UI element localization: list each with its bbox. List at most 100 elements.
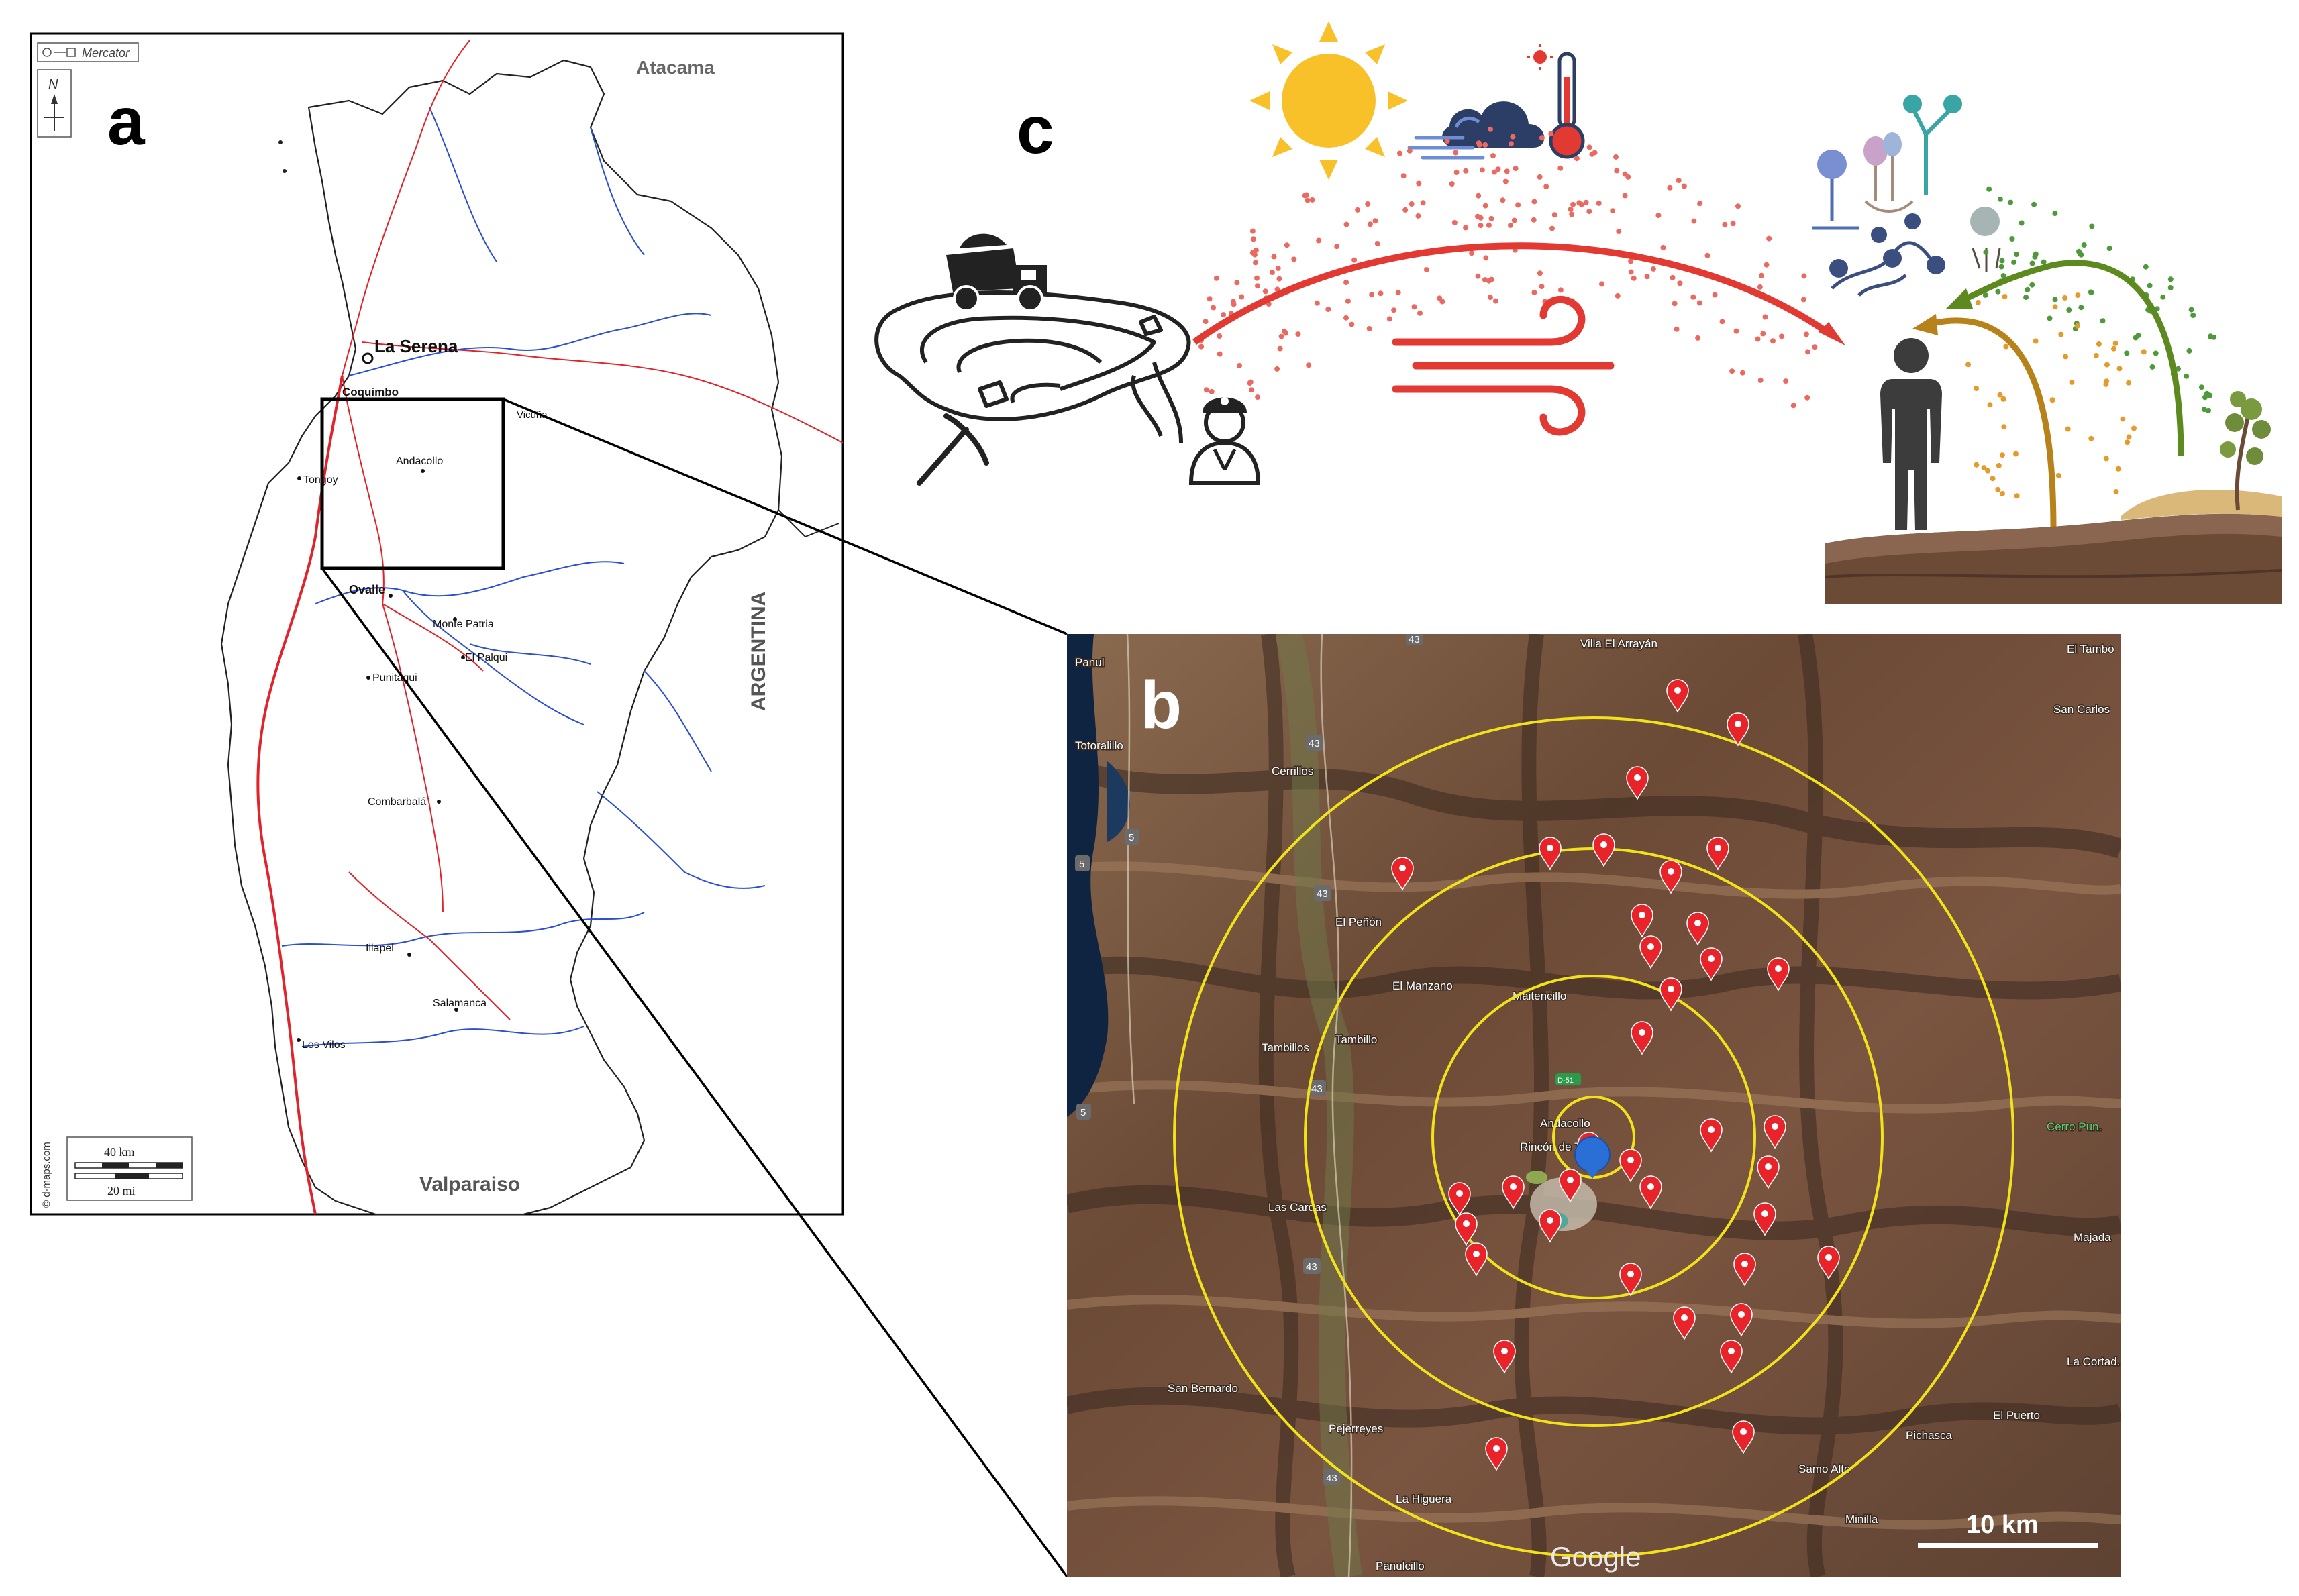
particle-dot <box>1508 222 1513 228</box>
sampling-markers <box>1391 679 1840 1471</box>
google-attribution: Google <box>1550 1541 1641 1573</box>
svg-text:Andacollo: Andacollo <box>1540 1117 1590 1130</box>
particle-dot <box>1407 148 1413 154</box>
particle-dot <box>1660 244 1666 250</box>
particle-dot <box>2052 211 2058 217</box>
particle-dot <box>1453 169 1460 175</box>
particle-dot <box>1983 249 1989 255</box>
particle-dot <box>1437 295 1443 301</box>
particle-dot <box>1537 270 1543 276</box>
particle-dot <box>2062 295 2068 301</box>
svg-text:Tambillo: Tambillo <box>1335 1033 1377 1046</box>
particle-dot <box>1803 331 1809 337</box>
wind-icon <box>1392 295 1615 436</box>
particle-dot <box>1655 213 1662 219</box>
particle-dot <box>1681 183 1687 189</box>
particle-dot <box>1209 388 1215 394</box>
particle-dot <box>1965 362 1971 368</box>
particle-dot <box>2120 416 2126 422</box>
sampling-marker <box>1817 1246 1840 1280</box>
thermometer-icon <box>1527 44 1585 159</box>
svg-text:43: 43 <box>1409 634 1420 645</box>
svg-text:Majada: Majada <box>2074 1231 2111 1244</box>
particle-dot <box>1249 250 1256 256</box>
particle-dot <box>1735 203 1741 209</box>
city-illapel: Illapel <box>366 943 394 954</box>
sampling-marker <box>1539 1209 1562 1243</box>
label-valparaiso: Valparaiso <box>419 1173 520 1195</box>
particle-dot <box>1490 153 1496 159</box>
particle-dot <box>1217 333 1223 339</box>
particle-dot <box>2066 307 2072 313</box>
particle-dot <box>1757 377 1764 383</box>
city-vicuna: Vicuña <box>517 409 548 421</box>
particle-dot <box>1469 250 1475 256</box>
particle-dot <box>1999 452 2005 458</box>
particle-dot <box>1343 280 1349 285</box>
particle-dot <box>1548 131 1554 137</box>
particle-dot <box>1488 215 1494 221</box>
particle-dot <box>1974 386 1980 391</box>
particle-dot <box>2176 366 2181 372</box>
particle-dot <box>1557 287 1564 293</box>
particle-dot <box>1275 265 1281 271</box>
particle-dot <box>1378 290 1384 297</box>
particle-dot <box>1417 310 1423 316</box>
scale-label: 10 km <box>1966 1511 2039 1539</box>
particle-dot <box>1415 213 1421 219</box>
particle-dot <box>2074 323 2080 329</box>
particle-dot <box>2029 282 2035 288</box>
particle-dot <box>1576 200 1582 206</box>
particle-dot <box>2075 292 2081 299</box>
particle-dot <box>2124 350 2130 356</box>
particle-dot <box>1255 283 1260 289</box>
particle-dot <box>2103 381 2109 387</box>
mining-truck-icon <box>946 233 1047 312</box>
svg-text:El Manzano: El Manzano <box>1392 979 1453 992</box>
roads <box>342 40 844 1020</box>
particle-dot <box>1670 274 1676 280</box>
particle-dot <box>1355 207 1361 213</box>
particle-dot <box>1305 197 1311 203</box>
svg-text:Cerrillos: Cerrillos <box>1272 765 1313 778</box>
particle-dot <box>1697 201 1703 207</box>
particle-dot <box>2041 259 2047 265</box>
particle-dot <box>1483 255 1489 261</box>
particle-dot <box>1539 135 1545 141</box>
particle-dot <box>1667 184 1673 191</box>
svg-text:5: 5 <box>1080 1107 1086 1118</box>
route-shields: 43 43 43 43 43 43 5 5 5 D-51 <box>1075 634 1581 1485</box>
particle-dot <box>1374 241 1380 246</box>
particle-dot <box>1596 200 1602 206</box>
particle-dot <box>2126 434 2132 440</box>
sampling-marker <box>1732 1420 1755 1454</box>
particle-dot <box>1615 292 1621 299</box>
particle-dot <box>1586 209 1592 215</box>
particle-dot <box>1372 218 1378 224</box>
sampling-marker <box>1639 935 1662 969</box>
particle-dot <box>1766 235 1772 242</box>
particle-dot <box>2135 333 2141 339</box>
particle-dot <box>2088 435 2094 441</box>
particle-dot <box>2008 199 2014 205</box>
particle-dot <box>1249 228 1256 234</box>
particle-dot <box>1487 295 1493 301</box>
svg-text:El Tambo: El Tambo <box>2067 643 2114 655</box>
particle-dot <box>1334 244 1340 250</box>
particle-dot <box>1486 222 1492 228</box>
soil-icon <box>1825 490 2282 604</box>
particle-dot <box>1790 403 1796 409</box>
particle-dot <box>1589 151 1595 157</box>
particle-dot <box>2126 380 2132 386</box>
particle-dot <box>2089 223 2095 229</box>
particle-dot <box>1367 221 1373 227</box>
particle-dot <box>1304 192 1310 198</box>
city-salamanca: Salamanca <box>433 998 487 1009</box>
svg-text:43: 43 <box>1311 1083 1323 1095</box>
svg-text:Totoralillo: Totoralillo <box>1075 739 1123 752</box>
city-andacollo: Andacollo <box>396 456 443 467</box>
particle-dot <box>1616 229 1622 234</box>
particle-dot <box>1351 257 1358 263</box>
credit: © d-maps.com <box>41 1142 52 1208</box>
